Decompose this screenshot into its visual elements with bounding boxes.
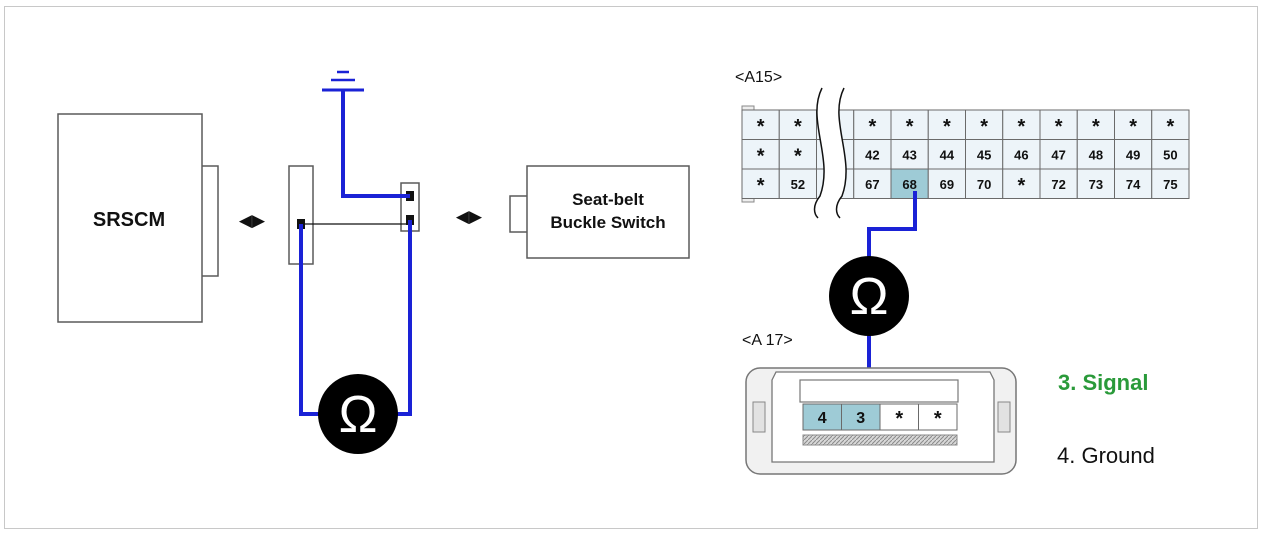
a17-pin-label: 3 xyxy=(856,410,865,427)
a15-pin-label: 45 xyxy=(977,147,991,162)
a15-pin-cell xyxy=(1076,109,1115,140)
a15-pin-label: 75 xyxy=(1163,177,1177,192)
a15-pin-cell xyxy=(853,168,892,199)
a15-pin-cell xyxy=(1151,168,1190,199)
a15-pin-cell xyxy=(1076,139,1115,170)
a15-pin-label: 42 xyxy=(865,147,879,162)
a17-pin-label: * xyxy=(895,408,903,430)
a17-hatched-strip xyxy=(802,434,958,446)
a15-pin-label: 43 xyxy=(902,147,916,162)
a15-pin-label: 52 xyxy=(791,177,805,192)
a15-pin-cell xyxy=(741,168,780,199)
a15-pin-label: * xyxy=(980,116,988,138)
a15-pin-label: 67 xyxy=(865,177,879,192)
a15-pin-label: 68 xyxy=(902,177,916,192)
a17-label: <A 17> xyxy=(742,332,793,349)
a15-pin-cell xyxy=(1114,168,1153,199)
a15-pin-cell xyxy=(890,109,929,140)
a15-pin-label: * xyxy=(757,175,765,197)
a15-pin-cell xyxy=(927,139,966,170)
a15-pin-cell xyxy=(778,109,817,140)
a15-pin-cell xyxy=(965,139,1004,170)
a15-pin-label: * xyxy=(906,116,914,138)
a15-pin-label: * xyxy=(1129,116,1137,138)
a15-pin-label: 48 xyxy=(1089,147,1103,162)
a15-pin-label: * xyxy=(794,116,802,138)
a15-pin-label: 50 xyxy=(1163,147,1177,162)
a15-pin-cell xyxy=(778,168,817,199)
a15-pin-label: * xyxy=(794,145,802,167)
connector-arrows-left: ◀▶ xyxy=(239,211,266,230)
a15-label: <A15> xyxy=(735,69,782,86)
a15-pin-cell xyxy=(965,168,1004,199)
a15-pin-label: * xyxy=(1017,116,1025,138)
switch-label-line2: Buckle Switch xyxy=(550,213,665,232)
a15-pin-label: * xyxy=(757,145,765,167)
ohmmeter-left xyxy=(318,374,398,454)
srscm-module: SRSCM xyxy=(57,113,219,323)
a15-pin-label: 74 xyxy=(1126,177,1141,192)
a15-pin-label: * xyxy=(868,116,876,138)
a15-pin-cell xyxy=(741,139,780,170)
a15-pin-cell xyxy=(1151,139,1190,170)
probe-wire-a15 xyxy=(867,191,917,262)
a15-pin-cell xyxy=(965,109,1004,140)
a17-pin-cell xyxy=(918,403,958,431)
a17-left-latch xyxy=(752,401,766,433)
a17-connector: 4 3 * * xyxy=(745,367,1017,475)
switch-label-line1: Seat-belt xyxy=(572,190,644,209)
a17-right-latch xyxy=(997,401,1011,433)
a17-pin-row: 4 3 * * xyxy=(802,403,958,431)
connector-break xyxy=(813,87,847,219)
a15-pin-cell xyxy=(927,168,966,199)
a15-pin-cell xyxy=(1039,109,1078,140)
a15-pin-cell xyxy=(1002,168,1041,199)
srscm-body xyxy=(57,113,203,323)
a17-pin-label: 4 xyxy=(818,410,827,427)
a15-pin-cell xyxy=(890,139,929,170)
a15-pin-label: * xyxy=(1055,116,1063,138)
legend-ground: 4. Ground xyxy=(1057,443,1155,468)
a17-top-rib xyxy=(799,379,959,403)
a15-pin-label: 69 xyxy=(940,177,954,192)
a15-pin-cell xyxy=(853,139,892,170)
a15-pin-label: 70 xyxy=(977,177,991,192)
a15-pin-label: 73 xyxy=(1089,177,1103,192)
legend-signal: 3. Signal xyxy=(1058,370,1148,395)
a15-pin-label: * xyxy=(1166,116,1174,138)
a15-pin-label: 44 xyxy=(940,147,955,162)
a15-pin-cell xyxy=(778,139,817,170)
a15-pin-label: 47 xyxy=(1051,147,1065,162)
connector-arrows-right: ◀▶ xyxy=(456,207,483,226)
a15-pin-cell xyxy=(1151,109,1190,140)
a15-pin-cell xyxy=(1076,168,1115,199)
ground-symbol xyxy=(322,70,364,92)
ground-probe-wire xyxy=(341,90,410,198)
a15-pin-label: * xyxy=(1092,116,1100,138)
ohmmeter-right xyxy=(829,256,909,336)
a17-pin-label: * xyxy=(934,408,942,430)
a17-pin-cell xyxy=(841,403,881,431)
ohm-symbol-right: Ω xyxy=(850,268,889,326)
a15-connector-grid: **************41424344454647484950*52666… xyxy=(741,109,1190,199)
a15-pin-label: * xyxy=(757,116,765,138)
diagram-frame xyxy=(4,6,1258,529)
a15-pin-label: 46 xyxy=(1014,147,1028,162)
a15-pin-cell xyxy=(890,168,929,199)
seat-belt-buckle-switch: Seat-belt Buckle Switch xyxy=(509,165,690,259)
a15-pin-label: * xyxy=(943,116,951,138)
a15-pin-label: 72 xyxy=(1051,177,1065,192)
ohm-symbol-left: Ω xyxy=(339,386,378,444)
switch-body xyxy=(526,165,690,259)
a15-pin-label: * xyxy=(1017,175,1025,197)
a15-pin-label: 49 xyxy=(1126,147,1140,162)
srscm-label: SRSCM xyxy=(93,209,165,231)
